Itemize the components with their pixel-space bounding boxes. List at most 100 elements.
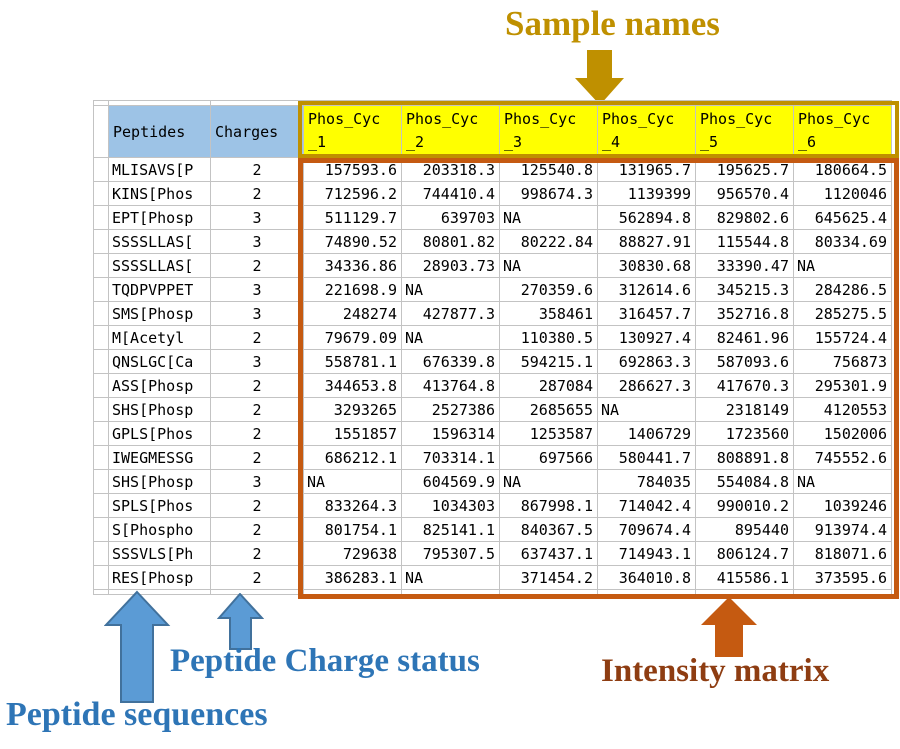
intensity-cell[interactable]: NA	[303, 469, 402, 494]
intensity-cell[interactable]: 270359.6	[499, 277, 598, 302]
intensity-cell[interactable]: 415586.1	[695, 565, 794, 590]
intensity-cell[interactable]: 745552.6	[793, 445, 892, 470]
intensity-cell[interactable]: 639703	[401, 205, 500, 230]
charge-cell[interactable]: 3	[210, 301, 304, 326]
peptide-cell[interactable]: EPT[Phosp	[108, 205, 211, 230]
intensity-cell[interactable]: 248274	[303, 301, 402, 326]
intensity-cell[interactable]: 580441.7	[597, 445, 696, 470]
peptide-cell[interactable]: SHS[Phosp	[108, 397, 211, 422]
intensity-cell[interactable]: 784035	[597, 469, 696, 494]
charge-cell[interactable]: 3	[210, 205, 304, 230]
peptide-cell[interactable]: GPLS[Phos	[108, 421, 211, 446]
intensity-cell[interactable]: 285275.5	[793, 301, 892, 326]
intensity-cell[interactable]: 692863.3	[597, 349, 696, 374]
intensity-cell[interactable]: 33390.47	[695, 253, 794, 278]
intensity-cell[interactable]: 110380.5	[499, 325, 598, 350]
charge-cell[interactable]: 2	[210, 325, 304, 350]
intensity-cell[interactable]: 1039246	[793, 493, 892, 518]
intensity-cell[interactable]: 131965.7	[597, 157, 696, 182]
intensity-cell[interactable]: 344653.8	[303, 373, 402, 398]
intensity-cell[interactable]: 88827.91	[597, 229, 696, 254]
peptide-cell[interactable]: SSSSLLAS[	[108, 229, 211, 254]
peptide-cell[interactable]: SMS[Phosp	[108, 301, 211, 326]
intensity-cell[interactable]: 913974.4	[793, 517, 892, 542]
intensity-cell[interactable]: 840367.5	[499, 517, 598, 542]
intensity-cell[interactable]: 1139399	[597, 181, 696, 206]
sample-column-header-Phos_Cyc_6[interactable]: Phos_Cyc_6	[793, 105, 892, 158]
intensity-cell[interactable]: 806124.7	[695, 541, 794, 566]
intensity-cell[interactable]: 80801.82	[401, 229, 500, 254]
intensity-cell[interactable]: 286627.3	[597, 373, 696, 398]
charge-cell[interactable]: 2	[210, 373, 304, 398]
intensity-cell[interactable]: NA	[401, 325, 500, 350]
peptide-cell[interactable]: QNSLGC[Ca	[108, 349, 211, 374]
peptides-column-header[interactable]: Peptides	[108, 105, 211, 158]
intensity-cell[interactable]: 74890.52	[303, 229, 402, 254]
intensity-cell[interactable]: 221698.9	[303, 277, 402, 302]
intensity-cell[interactable]: 558781.1	[303, 349, 402, 374]
intensity-cell[interactable]: 4120553	[793, 397, 892, 422]
intensity-cell[interactable]: 386283.1	[303, 565, 402, 590]
intensity-cell[interactable]: 352716.8	[695, 301, 794, 326]
peptide-cell[interactable]: TQDPVPPET	[108, 277, 211, 302]
intensity-cell[interactable]: 744410.4	[401, 181, 500, 206]
charge-cell[interactable]: 3	[210, 277, 304, 302]
charge-cell[interactable]: 2	[210, 517, 304, 542]
charge-cell[interactable]: 3	[210, 349, 304, 374]
intensity-cell[interactable]: 1120046	[793, 181, 892, 206]
peptide-cell[interactable]: KINS[Phos	[108, 181, 211, 206]
intensity-cell[interactable]: 594215.1	[499, 349, 598, 374]
sample-column-header-Phos_Cyc_4[interactable]: Phos_Cyc_4	[597, 105, 696, 158]
intensity-cell[interactable]: 2527386	[401, 397, 500, 422]
intensity-cell[interactable]: 1034303	[401, 493, 500, 518]
intensity-cell[interactable]: 417670.3	[695, 373, 794, 398]
intensity-cell[interactable]: 554084.8	[695, 469, 794, 494]
intensity-cell[interactable]: 818071.6	[793, 541, 892, 566]
charge-cell[interactable]: 2	[210, 397, 304, 422]
intensity-cell[interactable]: 795307.5	[401, 541, 500, 566]
peptide-cell[interactable]: SSSVLS[Ph	[108, 541, 211, 566]
intensity-cell[interactable]: 1253587	[499, 421, 598, 446]
intensity-cell[interactable]: 316457.7	[597, 301, 696, 326]
intensity-cell[interactable]: 712596.2	[303, 181, 402, 206]
peptide-cell[interactable]: IWEGMESSG	[108, 445, 211, 470]
intensity-cell[interactable]: 801754.1	[303, 517, 402, 542]
intensity-cell[interactable]: 829802.6	[695, 205, 794, 230]
intensity-cell[interactable]: 373595.6	[793, 565, 892, 590]
intensity-cell[interactable]: 895440	[695, 517, 794, 542]
intensity-cell[interactable]: 756873	[793, 349, 892, 374]
intensity-cell[interactable]: 295301.9	[793, 373, 892, 398]
intensity-cell[interactable]: 1596314	[401, 421, 500, 446]
intensity-cell[interactable]: 195625.7	[695, 157, 794, 182]
intensity-cell[interactable]: 587093.6	[695, 349, 794, 374]
intensity-cell[interactable]: NA	[597, 397, 696, 422]
intensity-cell[interactable]: 34336.86	[303, 253, 402, 278]
peptide-cell[interactable]: SPLS[Phos	[108, 493, 211, 518]
peptide-cell[interactable]: SSSSLLAS[	[108, 253, 211, 278]
intensity-cell[interactable]: 1502006	[793, 421, 892, 446]
intensity-cell[interactable]: 312614.6	[597, 277, 696, 302]
peptide-cell[interactable]: ASS[Phosp	[108, 373, 211, 398]
intensity-cell[interactable]: NA	[499, 253, 598, 278]
intensity-cell[interactable]: 1406729	[597, 421, 696, 446]
charge-cell[interactable]: 2	[210, 541, 304, 566]
intensity-cell[interactable]: 714943.1	[597, 541, 696, 566]
peptide-cell[interactable]: SHS[Phosp	[108, 469, 211, 494]
charges-column-header[interactable]: Charges	[210, 105, 304, 158]
intensity-cell[interactable]: 371454.2	[499, 565, 598, 590]
intensity-cell[interactable]: 358461	[499, 301, 598, 326]
intensity-cell[interactable]: 345215.3	[695, 277, 794, 302]
intensity-cell[interactable]: 30830.68	[597, 253, 696, 278]
intensity-cell[interactable]: 2318149	[695, 397, 794, 422]
intensity-cell[interactable]: 825141.1	[401, 517, 500, 542]
intensity-cell[interactable]: 686212.1	[303, 445, 402, 470]
peptide-cell[interactable]: RES[Phosp	[108, 565, 211, 590]
peptide-cell[interactable]: M[Acetyl	[108, 325, 211, 350]
intensity-cell[interactable]: 1551857	[303, 421, 402, 446]
intensity-cell[interactable]: 203318.3	[401, 157, 500, 182]
intensity-cell[interactable]: 28903.73	[401, 253, 500, 278]
sample-column-header-Phos_Cyc_5[interactable]: Phos_Cyc_5	[695, 105, 794, 158]
charge-cell[interactable]: 3	[210, 469, 304, 494]
intensity-cell[interactable]: 833264.3	[303, 493, 402, 518]
intensity-cell[interactable]: 697566	[499, 445, 598, 470]
